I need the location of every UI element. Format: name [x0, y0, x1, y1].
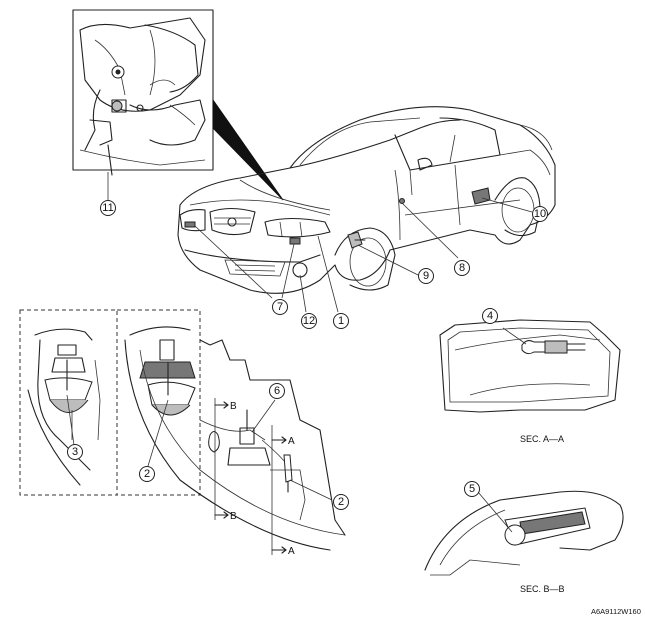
svg-text:9: 9: [423, 270, 429, 282]
svg-text:3: 3: [72, 446, 78, 458]
section-cut-markers: [214, 398, 287, 555]
engine-bay-inset: [72, 9, 284, 201]
callout-5: 5: [464, 481, 480, 497]
callout-7: 7: [272, 299, 288, 315]
svg-text:7: 7: [277, 301, 283, 313]
section-mark-a-top: A: [288, 436, 295, 447]
svg-text:4: 4: [487, 310, 493, 322]
svg-text:12: 12: [303, 315, 315, 327]
section-mark-a-bottom: A: [288, 546, 295, 557]
svg-text:2: 2: [338, 496, 344, 508]
callout-1: 1: [333, 313, 349, 329]
section-mark-b-top: B: [230, 401, 237, 412]
callout-4: 4: [482, 308, 498, 324]
callout-9: 9: [418, 268, 434, 284]
callout-8: 8: [454, 260, 470, 276]
section-b-b-label: SEC. B—B: [520, 584, 565, 594]
leader-lines: [107, 172, 533, 313]
drawing-code: A6A9112W160: [591, 607, 641, 616]
section-mark-b-bottom: B: [230, 511, 237, 522]
callout-2-right: 2: [333, 494, 349, 510]
svg-text:11: 11: [102, 202, 113, 214]
headlight-assembly-detail: [117, 309, 346, 551]
svg-text:8: 8: [459, 262, 465, 274]
section-a-a-view: [439, 319, 621, 413]
svg-text:6: 6: [274, 385, 280, 397]
svg-text:5: 5: [469, 483, 475, 495]
callout-2-left: 2: [139, 466, 155, 482]
svg-text:10: 10: [534, 208, 546, 220]
section-b-b-view: [424, 490, 624, 576]
callout-6: 6: [269, 383, 285, 399]
svg-text:2: 2: [144, 468, 150, 480]
svg-text:1: 1: [338, 315, 344, 327]
bulb-detail-box-3: [19, 309, 118, 496]
vehicle-illustration: [177, 106, 556, 294]
callout-12: 12: [301, 313, 317, 329]
callout-10: 10: [532, 206, 548, 222]
section-a-a-label: SEC. A—A: [520, 434, 564, 444]
callout-3: 3: [67, 444, 83, 460]
lower-leader-lines: [66, 394, 333, 501]
callout-11: 11: [100, 200, 116, 216]
